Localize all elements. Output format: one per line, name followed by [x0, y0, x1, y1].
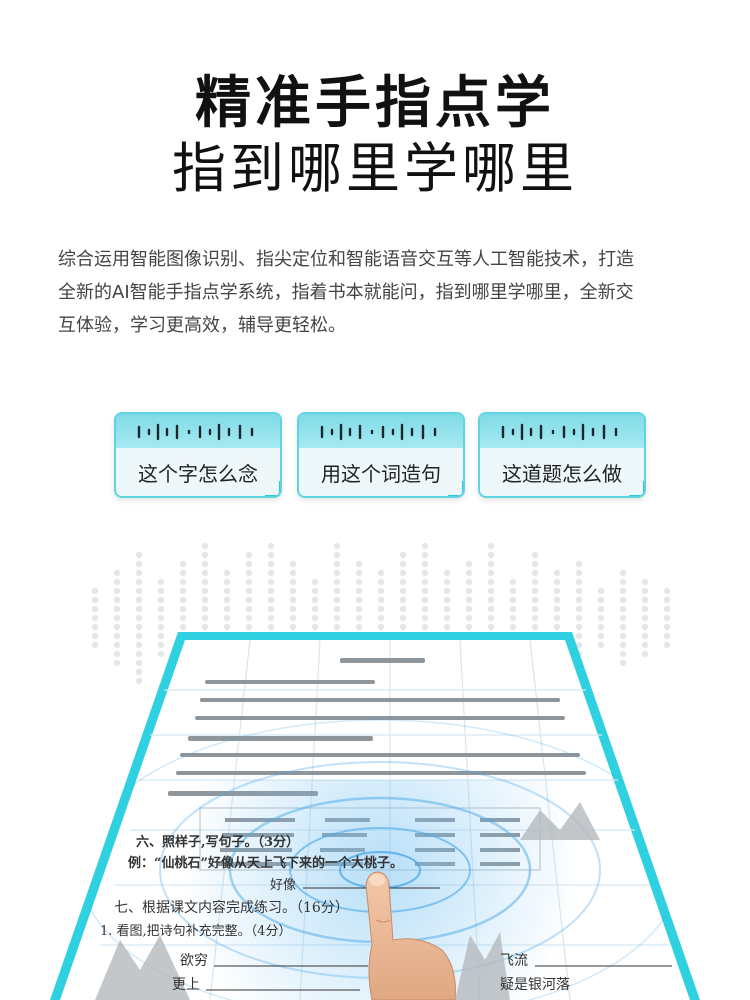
voice-wave-icon [137, 423, 254, 441]
worksheet-blank-prefix: 好像 [270, 878, 296, 893]
worksheet-item-1: 1. 看图,把诗句补充完整。（4分） [100, 923, 291, 939]
finger-pointer-icon [365, 871, 456, 1000]
worksheet-scene: 六、照样子,写句子。（3分） 例：“仙桃石”好像从天上飞下来的一个大桃子。 好像… [50, 632, 700, 1000]
finger-reading-illustration: 六、照样子,写句子。（3分） 例：“仙桃石”好像从天上飞下来的一个大桃子。 好像… [0, 540, 750, 1000]
description-line: 互体验，学习更高效，辅导更轻松。 [58, 315, 346, 336]
hero-subtitle: 指到哪里学哪里 [172, 137, 578, 200]
poem-line-right-1: 飞流 [500, 953, 528, 969]
poem-line-left-1: 欲穷 [180, 953, 208, 969]
voice-card-label: 这道题怎么做 [502, 462, 622, 486]
hero-title: 精准手指点学 [195, 71, 555, 136]
voice-card-sentence[interactable]: 用这个词造句 [297, 412, 465, 498]
worksheet-section-7: 七、根据课文内容完成练习。（16分） [114, 899, 349, 916]
voice-card-pronounce[interactable]: 这个字怎么念 [114, 412, 282, 498]
poem-line-left-2: 更上 [172, 977, 200, 993]
description-line: 全新的AI智能手指点学系统，指着书本就能问，指到哪里学哪里，全新交 [58, 282, 634, 303]
description-line: 综合运用智能图像识别、指尖定位和智能语音交互等人工智能技术，打造 [58, 249, 634, 270]
voice-wave-icon [501, 423, 618, 441]
voice-card-label: 这个字怎么念 [138, 462, 258, 486]
poem-line-right-2: 疑是银河落 [500, 977, 570, 993]
voice-wave-icon [320, 423, 437, 441]
voice-card-question[interactable]: 这道题怎么做 [478, 412, 646, 498]
description: 综合运用智能图像识别、指尖定位和智能语音交互等人工智能技术，打造 全新的AI智能… [58, 243, 698, 342]
worksheet-example: 例：“仙桃石”好像从天上飞下来的一个大桃子。 [128, 855, 403, 871]
landscape-thumbnail [95, 802, 600, 1000]
worksheet-section-6: 六、照样子,写句子。（3分） [136, 834, 299, 850]
voice-card-label: 用这个词造句 [321, 462, 441, 486]
